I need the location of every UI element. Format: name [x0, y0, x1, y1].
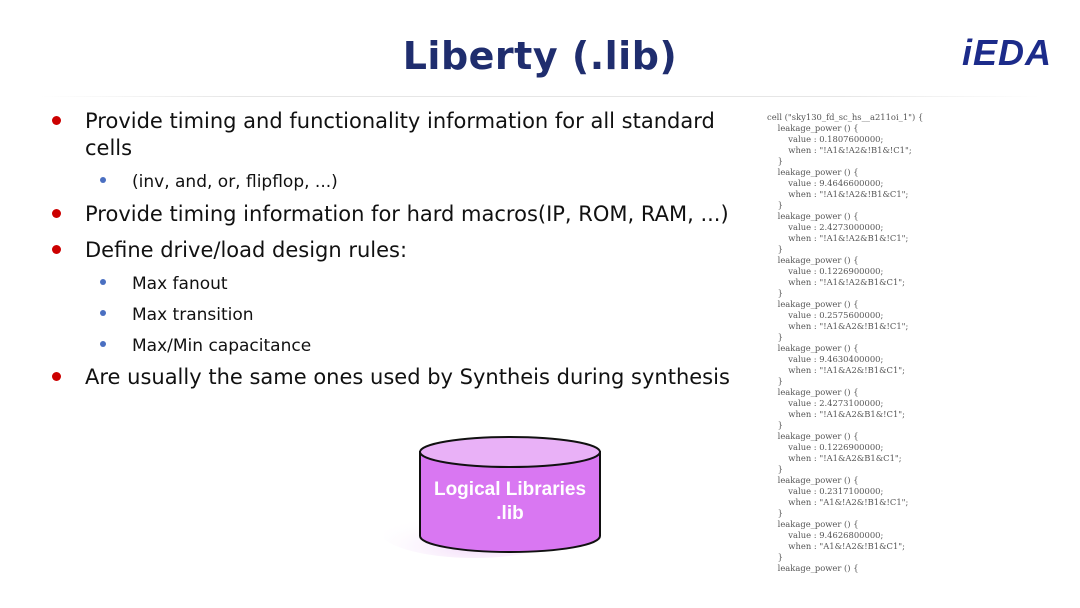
code-line: value : 0.1807600000; [767, 134, 884, 144]
bullet-text: Are usually the same ones used by Synthe… [85, 365, 730, 389]
ieda-logo: iEDA [962, 32, 1053, 73]
blue-bullet-icon [100, 341, 106, 347]
code-line: value : 9.4630400000; [767, 354, 884, 364]
red-bullet-icon [52, 244, 61, 254]
code-line: leakage_power () { [767, 255, 859, 265]
code-line: leakage_power () { [767, 299, 859, 309]
bullet-item: Define drive/load design rules: [52, 237, 752, 264]
liberty-code-snippet: cell ("sky130_fd_sc_hs__a211oi_1") { lea… [767, 112, 1067, 574]
code-line: } [767, 156, 783, 166]
bullet-text: Provide timing and functionality informa… [85, 109, 715, 160]
code-line: when : "!A1&A2&!B1&!C1"; [767, 321, 909, 331]
blue-bullet-icon [100, 310, 106, 316]
code-line: } [767, 420, 783, 430]
code-line: when : "!A1&A2&!B1&C1"; [767, 365, 905, 375]
code-line: value : 0.2575600000; [767, 310, 884, 320]
code-line: } [767, 288, 783, 298]
code-line: leakage_power () { [767, 519, 859, 529]
code-line: leakage_power () { [767, 123, 859, 133]
sub-bullet-item: Max fanout [52, 273, 752, 295]
bullet-text: Define drive/load design rules: [85, 238, 408, 262]
code-line: when : "!A1&!A2&B1&!C1"; [767, 233, 909, 243]
code-line: leakage_power () { [767, 563, 859, 573]
blue-bullet-icon [100, 177, 106, 183]
code-line: value : 0.2317100000; [767, 486, 884, 496]
code-line: leakage_power () { [767, 167, 859, 177]
sub-bullet-item: (inv, and, or, flipflop, ...) [52, 171, 752, 193]
code-line: value : 0.1226900000; [767, 266, 884, 276]
bullet-text: Provide timing information for hard macr… [85, 202, 729, 226]
code-line: leakage_power () { [767, 343, 859, 353]
code-line: cell ("sky130_fd_sc_hs__a211oi_1") { [767, 112, 924, 122]
code-line: leakage_power () { [767, 387, 859, 397]
code-line: value : 9.4646600000; [767, 178, 884, 188]
bullet-item: Provide timing and functionality informa… [52, 108, 752, 162]
code-line: value : 0.1226900000; [767, 442, 884, 452]
blue-bullet-icon [100, 279, 106, 285]
code-line: when : "A1&!A2&!B1&!C1"; [767, 497, 909, 507]
code-line: when : "!A1&!A2&!B1&!C1"; [767, 145, 912, 155]
red-bullet-icon [52, 208, 61, 218]
code-line: leakage_power () { [767, 211, 859, 221]
code-line: when : "!A1&!A2&B1&C1"; [767, 277, 905, 287]
code-line: } [767, 508, 783, 518]
bullet-list: Provide timing and functionality informa… [52, 108, 752, 391]
code-line: when : "!A1&A2&B1&!C1"; [767, 409, 905, 419]
red-bullet-icon [52, 371, 61, 381]
code-line: } [767, 244, 783, 254]
code-line: } [767, 552, 783, 562]
code-line: when : "!A1&A2&B1&C1"; [767, 453, 902, 463]
slide-title: Liberty (.lib) [402, 34, 678, 78]
code-line: when : "!A1&!A2&!B1&C1"; [767, 189, 909, 199]
database-cylinder-icon [384, 436, 601, 558]
code-line: leakage_power () { [767, 431, 859, 441]
sub-bullet-item: Max transition [52, 304, 752, 326]
code-line: } [767, 464, 783, 474]
code-line: } [767, 332, 783, 342]
code-line: value : 2.4273000000; [767, 222, 884, 232]
sub-bullet-text: Max transition [132, 305, 254, 325]
sub-bullet-text: (inv, and, or, flipflop, ...) [132, 172, 338, 192]
code-line: } [767, 376, 783, 386]
red-bullet-icon [52, 115, 61, 125]
sub-bullet-text: Max/Min capacitance [132, 336, 312, 356]
bullet-item: Provide timing information for hard macr… [52, 201, 752, 228]
code-line: leakage_power () { [767, 475, 859, 485]
bullet-item: Are usually the same ones used by Synthe… [52, 364, 752, 391]
sub-bullet-item: Max/Min capacitance [52, 335, 752, 357]
library-label-line2: .lib [496, 503, 524, 524]
code-line: value : 2.4273100000; [767, 398, 884, 408]
library-label: Logical Libraries .lib [420, 478, 600, 526]
sub-bullet-text: Max fanout [132, 274, 228, 294]
library-label-line1: Logical Libraries [433, 479, 587, 500]
title-divider [40, 96, 1040, 97]
code-line: value : 9.4626800000; [767, 530, 884, 540]
code-line: when : "A1&!A2&!B1&C1"; [767, 541, 905, 551]
code-line: } [767, 200, 783, 210]
